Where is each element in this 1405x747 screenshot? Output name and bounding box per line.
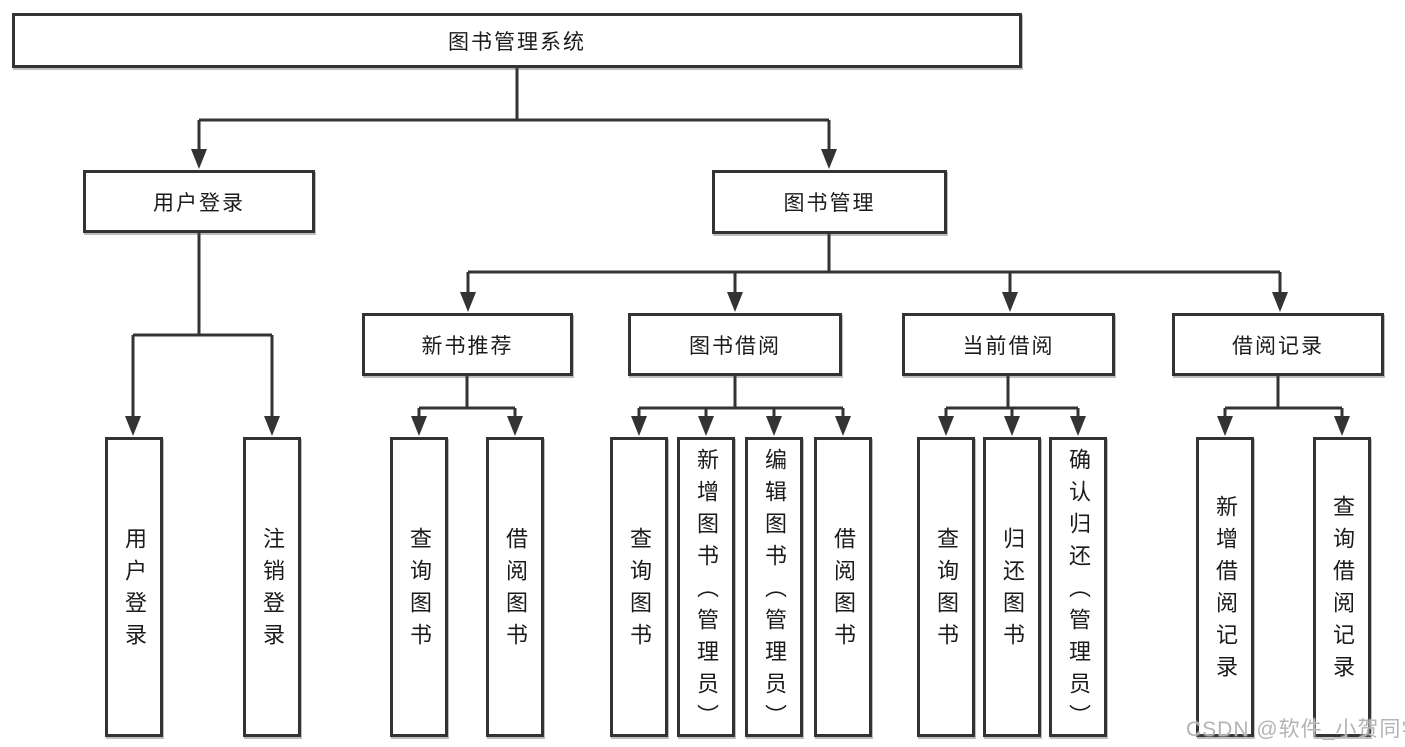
leaf-confirm-return-admin: 确认归还（管理员） <box>1049 437 1107 737</box>
leaf-borrow-books: 借阅图书 <box>814 437 872 737</box>
node-root-library-system: 图书管理系统 <box>12 13 1022 68</box>
leaf-add-books-admin: 新增图书（管理员） <box>677 437 735 737</box>
node-borrow-records: 借阅记录 <box>1172 313 1384 376</box>
leaf-return-books: 归还图书 <box>983 437 1041 737</box>
node-new-book-recommend: 新书推荐 <box>362 313 573 376</box>
leaf-user-login: 用户登录 <box>105 437 163 737</box>
leaf-query-borrow-record: 查询借阅记录 <box>1313 437 1371 737</box>
csdn-watermark: CSDN @软件_小贺同学 <box>1186 718 1405 741</box>
leaf-query-books-current: 查询图书 <box>917 437 975 737</box>
arrowheads <box>125 149 1350 436</box>
node-user-login-module: 用户登录 <box>83 170 315 233</box>
node-book-management-module: 图书管理 <box>712 170 947 234</box>
leaf-logout: 注销登录 <box>243 437 301 737</box>
connector-paths <box>131 68 1344 418</box>
node-book-borrow: 图书借阅 <box>628 313 842 376</box>
leaf-add-borrow-record: 新增借阅记录 <box>1196 437 1254 737</box>
leaf-borrow-books-recommend: 借阅图书 <box>486 437 544 737</box>
leaf-query-books-borrow: 查询图书 <box>610 437 668 737</box>
node-current-borrow: 当前借阅 <box>902 313 1115 376</box>
leaf-edit-books-admin: 编辑图书（管理员） <box>745 437 803 737</box>
leaf-query-books-recommend: 查询图书 <box>390 437 448 737</box>
